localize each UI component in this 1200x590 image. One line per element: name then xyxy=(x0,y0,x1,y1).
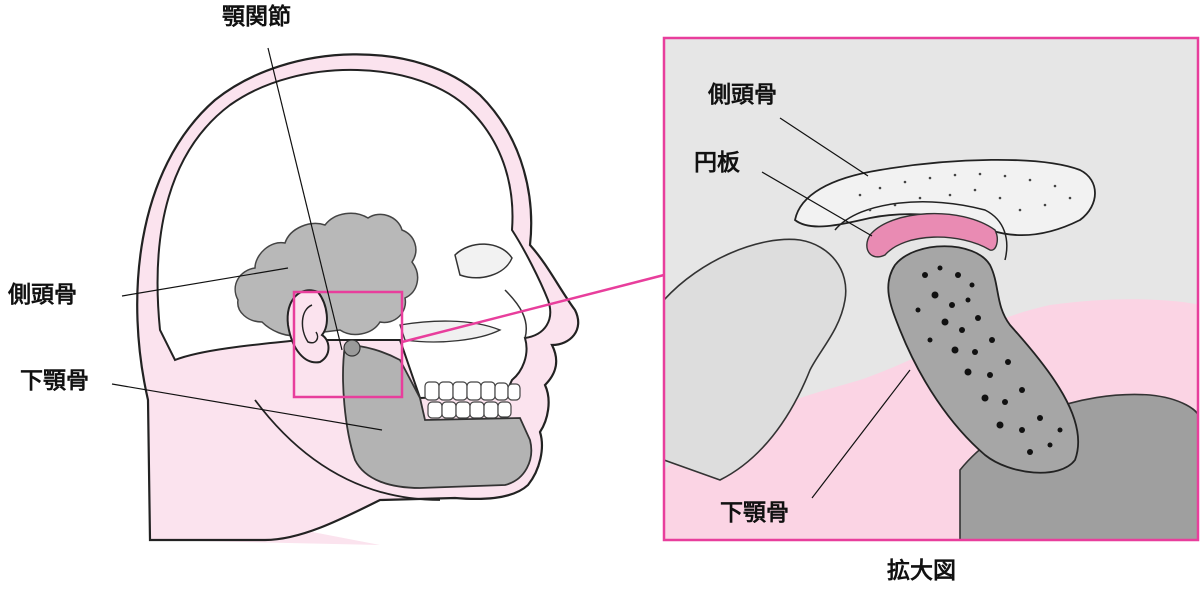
enlarged-view xyxy=(662,36,1200,542)
label-mandible-left: 下顎骨 xyxy=(20,368,89,394)
temporal-bone-enlarged xyxy=(794,158,1096,237)
mandible-condyle-enlarged xyxy=(887,245,1080,474)
leader-temporal-right xyxy=(779,117,869,177)
condyle xyxy=(343,339,361,357)
ear-inner xyxy=(301,304,319,344)
label-temporal-bone-right: 側頭骨 xyxy=(708,82,777,108)
enlarged-frame xyxy=(662,36,1200,542)
articular-fossa xyxy=(834,201,1008,261)
leader-temporal-left xyxy=(121,267,289,297)
head-illustration xyxy=(136,53,580,545)
tmj-focus-box xyxy=(292,290,404,399)
label-temporal-bone-left: 側頭骨 xyxy=(8,282,77,308)
nasal-bone xyxy=(504,289,527,339)
label-tmj: 顎関節 xyxy=(222,4,291,30)
teeth xyxy=(424,381,521,419)
trabecular-pattern xyxy=(915,265,1063,455)
connector-top xyxy=(401,273,665,344)
leader-disc xyxy=(761,171,873,237)
mandible xyxy=(342,344,533,489)
jaw-line xyxy=(254,399,441,501)
leader-mandible-left xyxy=(111,383,383,431)
orbit xyxy=(454,243,513,279)
ear xyxy=(286,289,330,364)
temporal-stipple xyxy=(858,172,1072,212)
label-disc: 円板 xyxy=(694,150,740,176)
ear-canal-bone xyxy=(664,238,847,481)
label-enlarged-view: 拡大図 xyxy=(887,558,956,584)
leader-mandible-right xyxy=(811,369,911,499)
articular-disc xyxy=(866,212,998,258)
leader-tmj xyxy=(267,47,343,351)
label-mandible-right: 下顎骨 xyxy=(720,500,789,526)
